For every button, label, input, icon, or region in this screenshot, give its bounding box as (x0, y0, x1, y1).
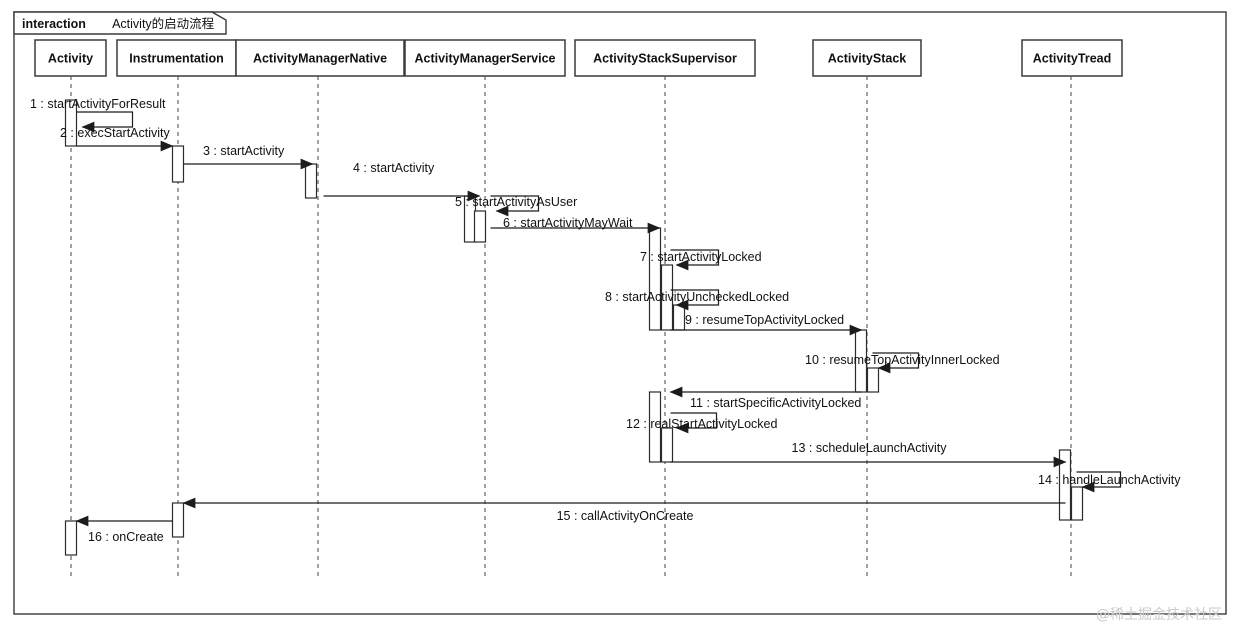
lifeline-header-activity[interactable] (34, 39, 107, 77)
activation-activity-bar-1 (64, 99, 78, 147)
message-arrow-7 (670, 249, 720, 271)
lifeline-label-activity-stack: ActivityStack (828, 51, 907, 65)
watermark-layer: @稀土掘金技术社区 (1096, 607, 1222, 623)
message-label-8: 8 : startActivityUncheckedLocked (605, 290, 789, 304)
activation-at-bar-inner (1070, 486, 1084, 521)
lifeline-instrumentation[interactable]: Instrumentation (116, 39, 237, 580)
activation-instrumentation-bar-2 (171, 502, 185, 538)
message-12[interactable]: 12 : realStartActivityLocked (626, 412, 778, 434)
lifeline-header-activity-manager-native[interactable] (235, 39, 405, 77)
activation-ass-bar-outer-2 (648, 391, 662, 463)
lifeline-header-instrumentation[interactable] (116, 39, 237, 77)
activation-at-bar-outer (1058, 449, 1072, 521)
messages-layer: 1 : startActivityForResult 2 : execStartA… (30, 97, 1181, 544)
message-label-13: 13 : scheduleLaunchActivity (792, 441, 948, 455)
activation-amn-bar-1 (304, 163, 318, 199)
message-16[interactable]: 16 : onCreate (75, 515, 173, 544)
activation-as-bar-inner (866, 367, 880, 393)
message-label-10: 10 : resumeTopActivityInnerLocked (805, 353, 1000, 367)
message-15[interactable]: 15 : callActivityOnCreate (182, 497, 1066, 523)
message-arrow-1 (76, 111, 134, 133)
message-label-11: 11 : startSpecificActivityLocked (690, 396, 861, 410)
message-label-16: 16 : onCreate (88, 530, 164, 544)
lifeline-activity-stack-supervisor[interactable]: ActivityStackSupervisor (574, 39, 756, 580)
lifeline-label-activity-manager-native: ActivityManagerNative (253, 51, 387, 65)
message-label-12: 12 : realStartActivityLocked (626, 417, 778, 431)
message-13[interactable]: 13 : scheduleLaunchActivity (670, 441, 1067, 468)
message-arrow-12 (670, 412, 718, 434)
message-1[interactable]: 1 : startActivityForResult (30, 97, 166, 133)
lifeline-activity-stack[interactable]: ActivityStack (812, 39, 922, 580)
frame-keyword: interaction (22, 17, 86, 31)
lifeline-label-activity-tread: ActivityTread (1033, 51, 1112, 65)
message-label-5: 5 : startActivityAsUser (455, 195, 577, 209)
lifeline-header-activity-stack-supervisor[interactable] (574, 39, 756, 77)
frame-border (13, 11, 1227, 615)
message-arrow-5 (490, 195, 540, 217)
message-10[interactable]: 10 : resumeTopActivityInnerLocked (805, 352, 1000, 374)
lifeline-label-instrumentation: Instrumentation (129, 51, 223, 65)
lifeline-activity-manager-native[interactable]: ActivityManagerNative (235, 39, 405, 580)
message-2[interactable]: 2 : execStartActivity (60, 126, 174, 152)
message-11[interactable]: 11 : startSpecificActivityLocked (669, 386, 862, 410)
message-label-3: 3 : startActivity (203, 144, 285, 158)
activation-ass-bar-inner-3 (660, 427, 674, 463)
message-8[interactable]: 8 : startActivityUncheckedLocked (605, 289, 789, 311)
message-7[interactable]: 7 : startActivityLocked (640, 249, 762, 271)
lifeline-label-activity: Activity (48, 51, 93, 65)
message-label-2: 2 : execStartActivity (60, 126, 171, 140)
message-6[interactable]: 6 : startActivityMayWait (490, 216, 661, 234)
message-label-15: 15 : callActivityOnCreate (557, 509, 694, 523)
frame-tab (13, 11, 227, 35)
message-arrow-8 (670, 289, 720, 311)
activation-ass-bar-outer-1 (648, 227, 662, 331)
lifeline-header-activity-tread[interactable] (1021, 39, 1123, 77)
lifelines-layer: Activity Instrumentation ActivityManagerNa… (34, 39, 1123, 580)
activations-layer (64, 99, 1084, 556)
watermark: @稀土掘金技术社区 (1096, 607, 1222, 623)
message-arrow-14 (1076, 471, 1122, 493)
activation-ass-bar-inner-2 (672, 304, 686, 331)
activation-activity-bar-2 (64, 520, 78, 556)
message-9[interactable]: 9 : resumeTopActivityLocked (670, 313, 863, 336)
activation-ass-bar-inner-1 (660, 264, 674, 331)
message-3[interactable]: 3 : startActivity (183, 144, 314, 170)
message-14[interactable]: 14 : handleLaunchActivity (1038, 471, 1181, 493)
message-arrow-10 (872, 352, 920, 374)
lifeline-header-activity-stack[interactable] (812, 39, 922, 77)
message-label-14: 14 : handleLaunchActivity (1038, 473, 1181, 487)
lifeline-activity-manager-service[interactable]: ActivityManagerService (404, 39, 566, 580)
message-label-7: 7 : startActivityLocked (640, 250, 762, 264)
diagram-frame: interaction Activity的启动流程 (13, 11, 1227, 615)
message-5[interactable]: 5 : startActivityAsUser (455, 195, 577, 217)
activation-instrumentation-bar-1 (171, 145, 185, 183)
activation-ams-bar-inner (473, 210, 487, 243)
message-label-1: 1 : startActivityForResult (30, 97, 166, 111)
lifeline-activity[interactable]: Activity (34, 39, 107, 580)
message-label-9: 9 : resumeTopActivityLocked (685, 313, 844, 327)
lifeline-label-activity-stack-supervisor: ActivityStackSupervisor (593, 51, 737, 65)
frame-title: Activity的启动流程 (112, 16, 215, 31)
message-4[interactable]: 4 : startActivity (323, 161, 481, 202)
lifeline-label-activity-manager-service: ActivityManagerService (414, 51, 555, 65)
message-label-6: 6 : startActivityMayWait (503, 216, 633, 230)
message-label-4: 4 : startActivity (353, 161, 435, 175)
